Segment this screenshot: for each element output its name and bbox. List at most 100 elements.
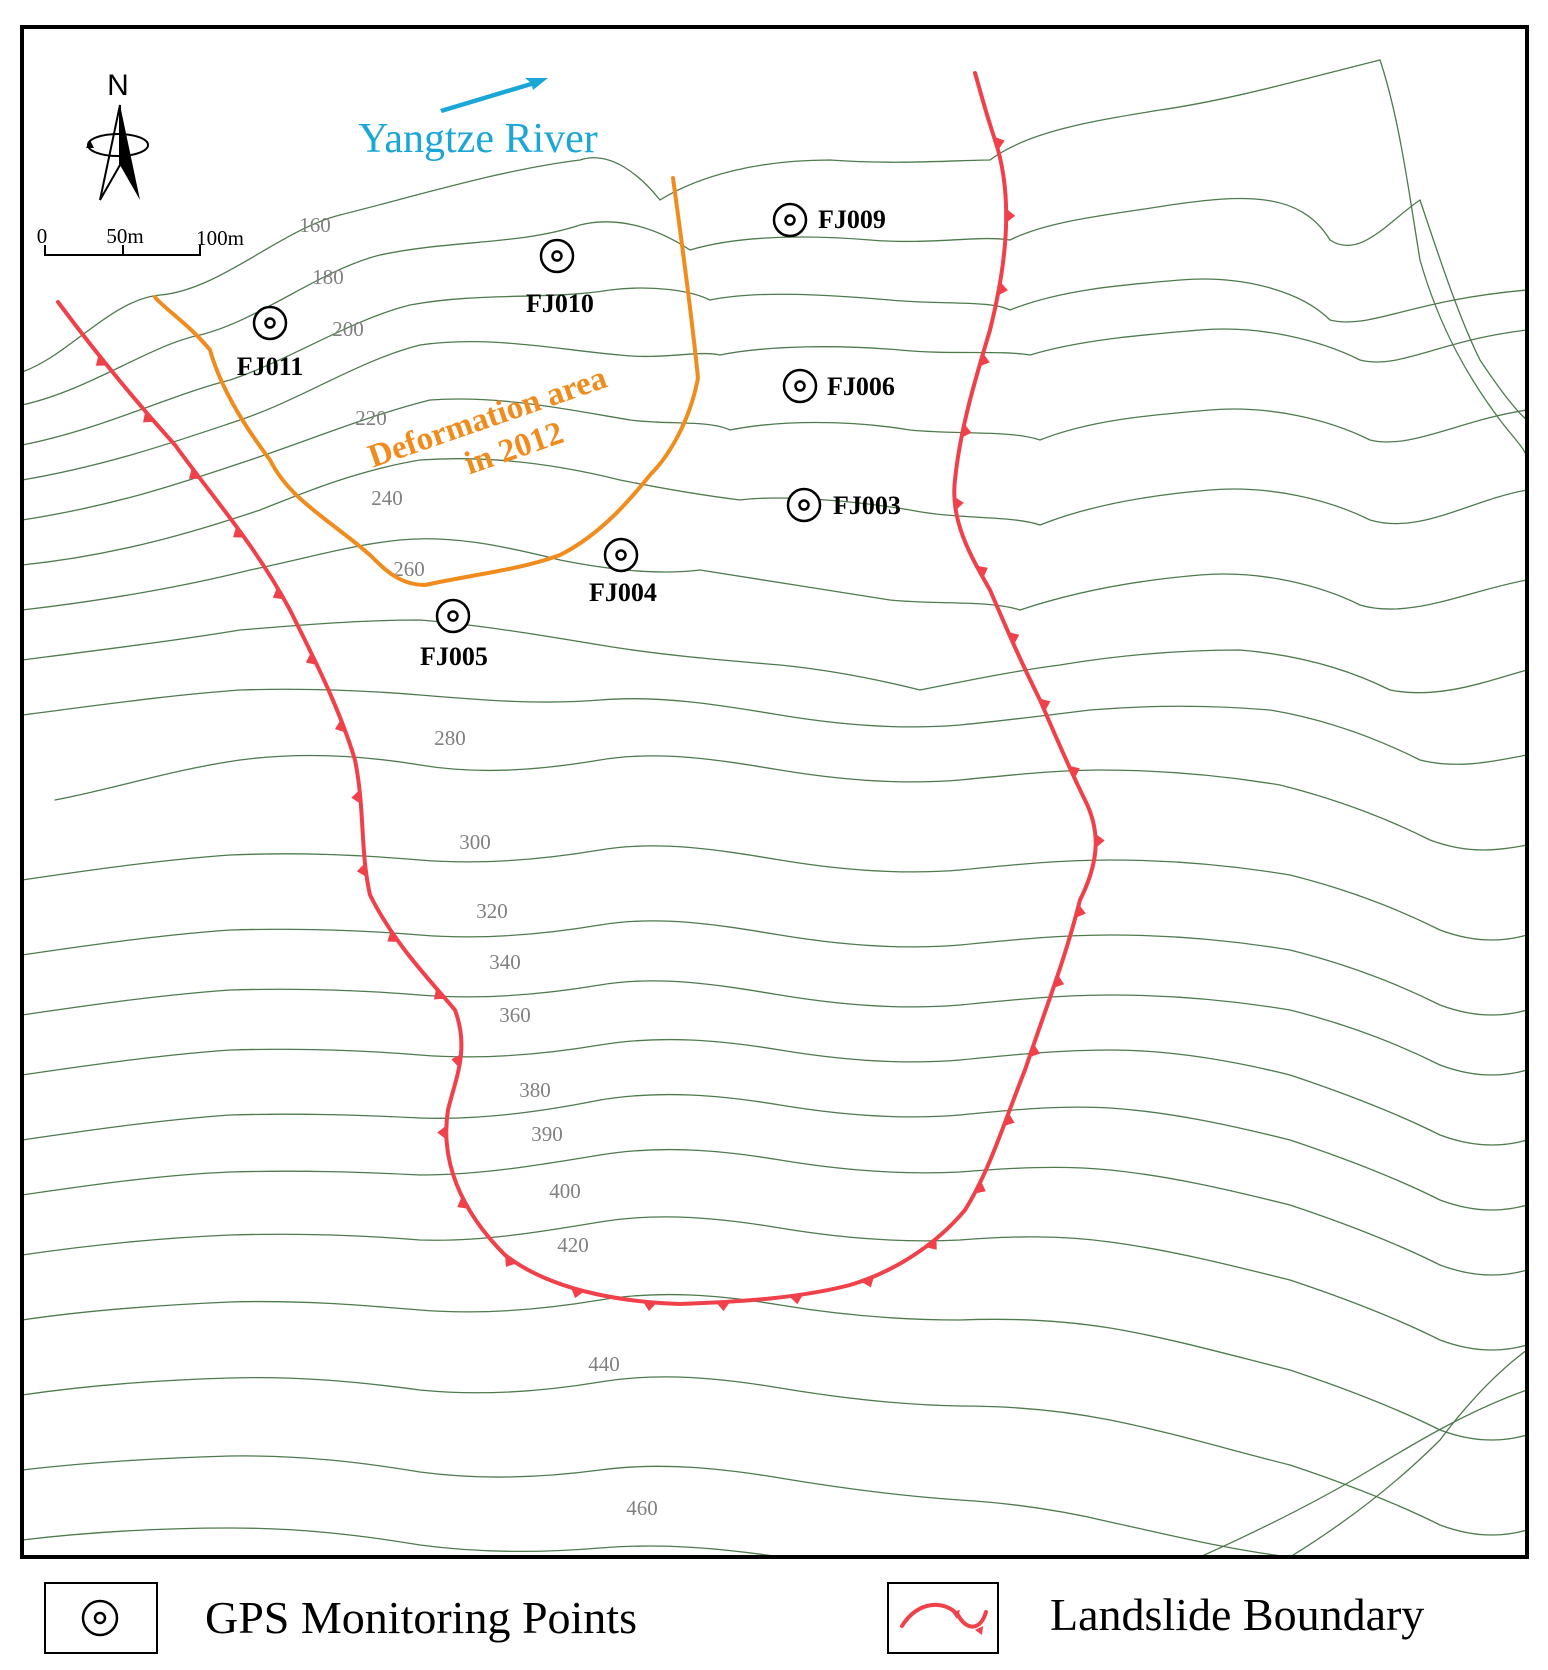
boundary-tick — [356, 863, 367, 878]
contour-labels: 1601802002202402602803003203403603803904… — [299, 213, 658, 1520]
scale-bar: 0 50m 100m — [37, 224, 244, 256]
contour-label-460: 460 — [626, 1496, 658, 1520]
gps-point-icon — [782, 368, 818, 404]
contour-label-300: 300 — [459, 830, 491, 854]
legend-gps-label: GPS Monitoring Points — [205, 1592, 637, 1643]
gps-point-center — [794, 380, 806, 392]
boundary-tick — [1068, 765, 1080, 779]
boundary-tick — [95, 354, 108, 366]
boundary-tick — [789, 1294, 804, 1305]
gps-point-icon — [539, 238, 575, 274]
boundary-tick — [961, 424, 972, 438]
station-label: FJ011 — [237, 352, 303, 381]
gps-point-center — [447, 610, 459, 622]
contour-label-220: 220 — [355, 406, 387, 430]
river-arrow-icon — [440, 78, 548, 113]
landslide-boundary-icon — [900, 1602, 988, 1629]
gps-station-fj005: FJ005 — [420, 598, 488, 671]
north-label: N — [107, 69, 129, 102]
landslide-boundary-ticks — [95, 136, 1105, 1312]
contour-label-360: 360 — [499, 1003, 531, 1027]
boundary-tick — [143, 411, 155, 423]
legend-gps-box — [44, 1582, 158, 1654]
boundary-tick — [1003, 1112, 1015, 1127]
boundary-tick — [272, 587, 285, 600]
contour-label-280: 280 — [434, 726, 466, 750]
boundary-tick — [334, 719, 346, 733]
boundary-tick — [861, 1276, 875, 1288]
contour-label-390: 390 — [531, 1122, 563, 1146]
boundary-tick — [954, 496, 964, 511]
boundary-tick — [1039, 698, 1051, 712]
gps-point-icon — [603, 537, 639, 573]
contour-label-380: 380 — [519, 1078, 551, 1102]
boundary-tick — [505, 1255, 517, 1267]
boundary-tick — [716, 1301, 731, 1312]
gps-station-fj006: FJ006 — [782, 368, 895, 404]
boundary-tick — [434, 988, 446, 1000]
boundary-tick — [642, 1301, 657, 1312]
scale-label-50m: 50m — [106, 224, 143, 248]
boundary-tick — [976, 565, 988, 579]
gps-station-fj011: FJ011 — [237, 305, 303, 381]
boundary-tick — [974, 1180, 986, 1194]
station-label: FJ004 — [589, 578, 657, 607]
contour-label-180: 180 — [312, 265, 344, 289]
gps-point-center — [551, 250, 563, 262]
gps-station-fj009: FJ009 — [772, 202, 886, 238]
gps-point-icon — [252, 305, 288, 341]
landslide-boundary — [56, 71, 1098, 1306]
boundary-tick — [570, 1287, 585, 1299]
legend: GPS Monitoring Points Landslide Boundary — [44, 1582, 1424, 1654]
contour-lines — [22, 59, 1527, 1557]
contour-label-320: 320 — [476, 899, 508, 923]
boundary-tick — [451, 1053, 462, 1068]
gps-point-icon — [786, 487, 822, 523]
boundary-tick — [457, 1196, 469, 1209]
gps-point-center — [615, 549, 627, 561]
contour-label-420: 420 — [557, 1233, 589, 1257]
boundary-tick — [351, 790, 361, 804]
boundary-tick — [993, 136, 1005, 150]
legend-boundary-label: Landslide Boundary — [1050, 1589, 1424, 1640]
north-arrow-icon: N — [86, 69, 149, 201]
boundary-tick — [1006, 208, 1016, 223]
station-label: FJ009 — [818, 205, 886, 234]
contour-label-440: 440 — [588, 1352, 620, 1376]
legend-boundary-box — [887, 1582, 999, 1654]
gps-point-center — [798, 499, 810, 511]
contour-label-240: 240 — [371, 486, 403, 510]
deformation-area-outline — [153, 176, 700, 587]
boundary-tick — [233, 526, 245, 538]
gps-point-icon — [772, 202, 808, 238]
gps-point-icon — [435, 598, 471, 634]
boundary-tick — [1053, 974, 1065, 988]
contour-label-340: 340 — [489, 950, 521, 974]
gps-point-icon — [81, 1599, 119, 1637]
gps-station-fj010: FJ010 — [526, 238, 594, 318]
gps-station-fj003: FJ003 — [786, 487, 901, 523]
boundary-tick — [1075, 904, 1086, 918]
river-label: Yangtze River — [358, 116, 598, 162]
station-label: FJ010 — [526, 289, 594, 318]
gps-point-center — [784, 214, 796, 226]
scale-label-0: 0 — [37, 224, 48, 248]
boundary-tick — [997, 281, 1008, 296]
station-label: FJ006 — [827, 372, 895, 401]
boundary-tick — [188, 467, 201, 479]
contour-label-160: 160 — [299, 213, 331, 237]
gps-point-center — [264, 317, 276, 329]
contour-label-400: 400 — [549, 1179, 581, 1203]
boundary-tick — [1008, 632, 1020, 645]
boundary-tick — [979, 353, 990, 367]
boundary-tick — [1029, 1044, 1041, 1058]
scale-label-100m: 100m — [196, 226, 244, 250]
map-frame — [20, 25, 1529, 1559]
boundary-tick — [925, 1238, 937, 1250]
boundary-tick — [1095, 833, 1105, 848]
station-label: FJ005 — [420, 642, 488, 671]
contour-label-200: 200 — [332, 317, 364, 341]
station-label: FJ003 — [833, 491, 901, 520]
